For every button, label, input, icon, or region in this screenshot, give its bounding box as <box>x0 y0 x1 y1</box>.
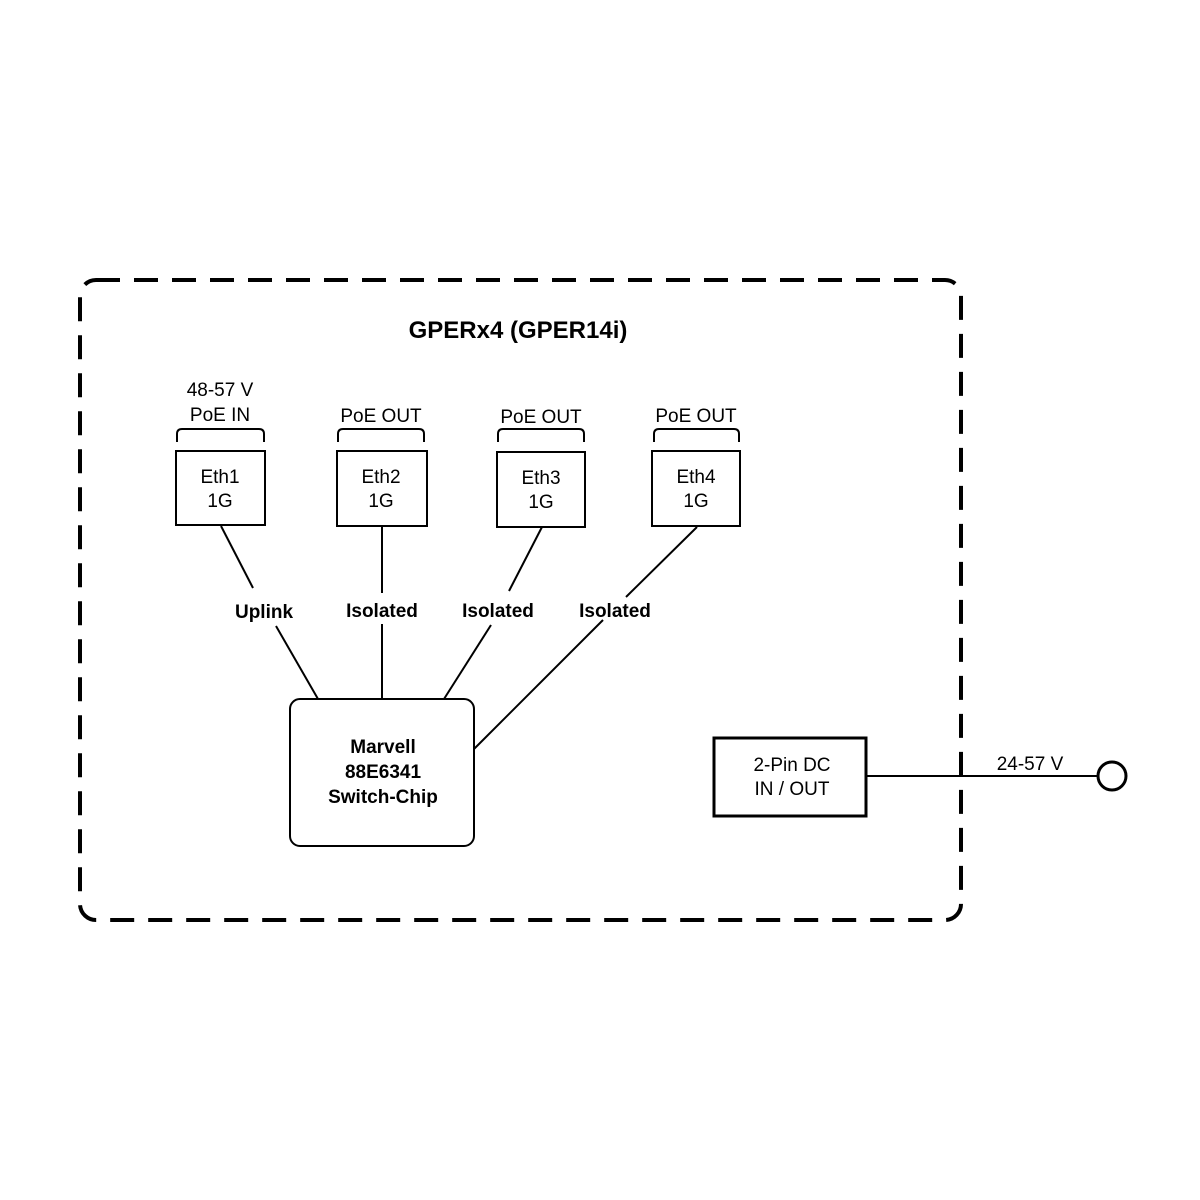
dc-jack-direction: IN / OUT <box>755 779 830 800</box>
dc-jack-box <box>712 736 868 818</box>
eth4-port-box <box>651 450 741 527</box>
dc-voltage-label: 24-57 V <box>997 754 1064 775</box>
device-title: GPERx4 (GPER14i) <box>409 317 628 344</box>
eth3-port-name: Eth3 <box>521 468 560 489</box>
eth1-link-label: Uplink <box>235 602 293 623</box>
switch-chip-box <box>289 698 475 847</box>
eth2-port-box <box>336 450 428 527</box>
eth4-link-label: Isolated <box>579 601 651 622</box>
eth2-port-name: Eth2 <box>361 467 400 488</box>
eth2-power-bracket <box>337 428 425 442</box>
eth3-link-line-lower <box>443 624 492 700</box>
eth4-link-line-upper <box>625 526 698 598</box>
eth1-link-line-upper <box>220 525 254 589</box>
eth3-power-bracket <box>497 428 585 442</box>
switch-chip-model: 88E6341 <box>345 762 422 783</box>
eth3-link-line-upper <box>508 526 543 592</box>
dc-jack-type: 2-Pin DC <box>753 755 830 776</box>
switch-chip-type: Switch-Chip <box>328 787 438 808</box>
eth3-link-label: Isolated <box>462 601 534 622</box>
eth4-power-bracket <box>653 428 740 442</box>
eth1-power-bracket <box>176 428 265 442</box>
eth1-power-label: PoE IN <box>190 405 250 426</box>
power-terminal-icon <box>1096 760 1128 792</box>
eth4-power-label: PoE OUT <box>655 406 737 427</box>
eth2-power-label: PoE OUT <box>340 406 422 427</box>
eth1-port-box <box>175 450 266 526</box>
eth2-port-speed: 1G <box>368 491 393 512</box>
device-enclosure <box>78 278 963 922</box>
eth4-port-name: Eth4 <box>676 467 716 488</box>
eth1-port-name: Eth1 <box>200 467 239 488</box>
eth3-power-label: PoE OUT <box>500 407 582 428</box>
eth1-link-line-lower <box>275 625 319 700</box>
eth1-port-speed: 1G <box>207 491 232 512</box>
eth3-port-speed: 1G <box>528 492 553 513</box>
eth2-link-label: Isolated <box>346 601 418 622</box>
switch-chip-vendor: Marvell <box>350 737 415 758</box>
eth4-port-speed: 1G <box>683 491 708 512</box>
eth3-port-box <box>496 451 586 528</box>
eth1-power-voltage-label: 48-57 V <box>187 380 254 401</box>
eth4-link-line-lower <box>473 619 604 750</box>
